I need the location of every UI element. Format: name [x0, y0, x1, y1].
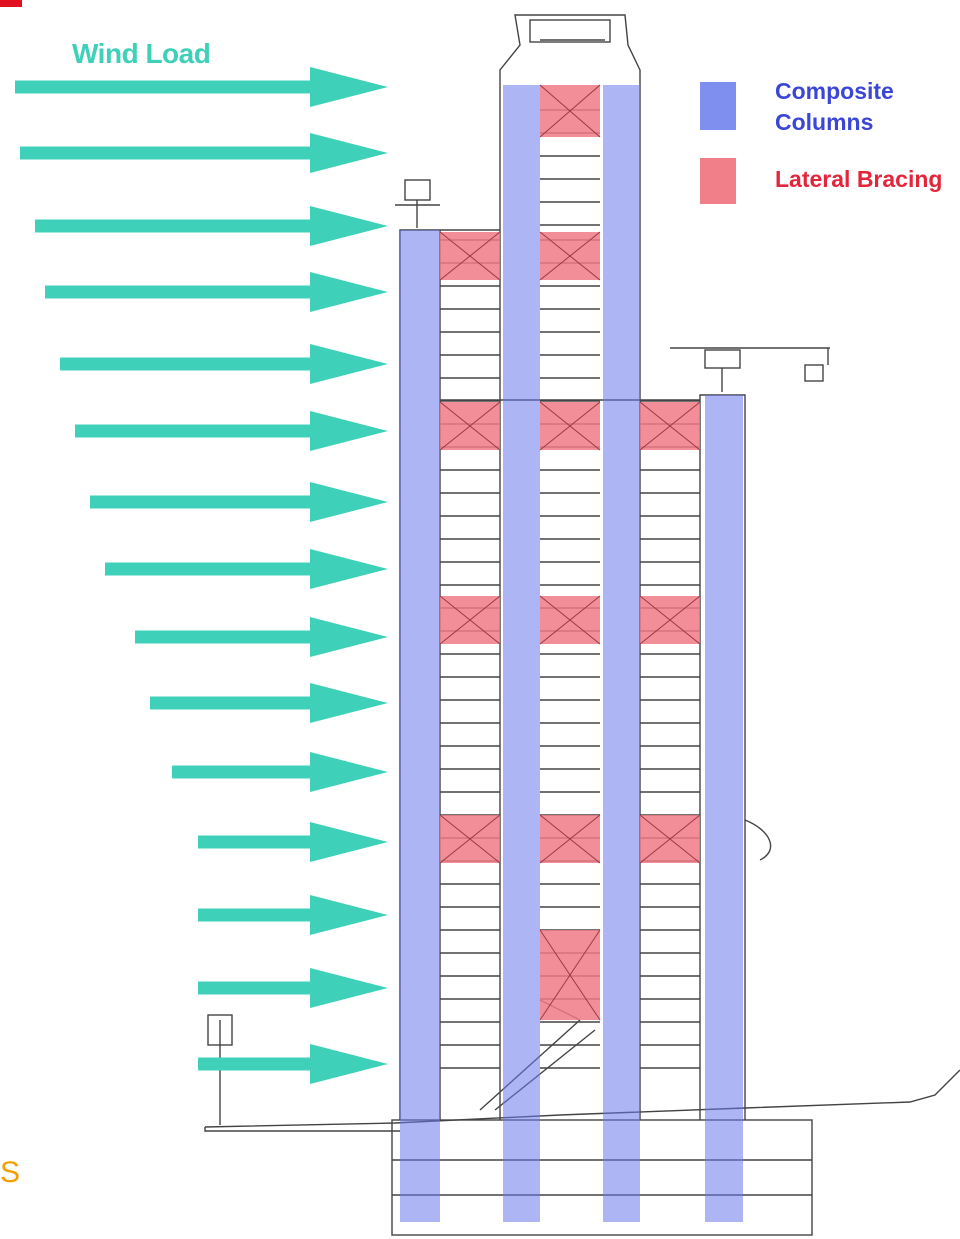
- bracing-diagonal: [639, 401, 701, 451]
- wind-arrows-group: [15, 67, 388, 1084]
- wind-arrow-icon: [198, 968, 388, 1008]
- bracing-diagonal: [539, 814, 601, 864]
- bracing-diagonal: [439, 401, 501, 451]
- wind-arrow-icon: [35, 206, 388, 246]
- wind-arrow-icon: [198, 1044, 388, 1084]
- legend-composite-swatch: [700, 82, 736, 130]
- wind-arrow-icon: [20, 133, 388, 173]
- ground-line: [204, 1127, 400, 1132]
- composite-column: [503, 85, 540, 1222]
- wind-arrow-icon: [198, 822, 388, 862]
- wind-arrow-icon: [105, 549, 388, 589]
- wind-arrow-icon: [150, 683, 388, 723]
- legend-composite-line2: Columns: [775, 109, 874, 135]
- bracing-diagonal: [539, 231, 601, 281]
- elevation-drawing: [204, 14, 960, 1236]
- wind-arrow-icon: [172, 752, 388, 792]
- bracing-diagonal: [439, 814, 501, 864]
- tower-wall: [499, 14, 641, 1120]
- composite-column: [705, 395, 743, 1222]
- crane-icon: [670, 347, 830, 392]
- bracing-diagonal: [639, 595, 701, 645]
- bracing-diagonal: [639, 814, 701, 864]
- header-fragment: [0, 0, 22, 7]
- wind-arrow-icon: [45, 272, 388, 312]
- wind-load-label: Wind Load: [72, 38, 211, 69]
- wind-arrow-icon: [135, 617, 388, 657]
- wind-arrow-icon: [198, 895, 388, 935]
- canopy-line: [744, 819, 772, 861]
- composite-column: [400, 230, 440, 1222]
- lateral-bracing-group: [439, 84, 701, 1021]
- legend-composite-label: Composite Columns: [775, 76, 894, 138]
- bracing-diagonal: [539, 929, 601, 1021]
- corner-letter: S: [0, 1156, 21, 1189]
- bracing-diagonal: [439, 595, 501, 645]
- wind-arrow-icon: [75, 411, 388, 451]
- crane-icon: [395, 179, 440, 228]
- wind-arrow-icon: [60, 344, 388, 384]
- bracing-diagonal: [539, 401, 601, 451]
- bracing-diagonal: [539, 84, 601, 138]
- legend-bracing-label: Lateral Bracing: [775, 166, 943, 192]
- wind-arrow-icon: [15, 67, 388, 107]
- legend-composite-line1: Composite: [775, 78, 894, 104]
- composite-column: [603, 85, 640, 1222]
- wind-arrow-icon: [90, 482, 388, 522]
- bracing-diagonal: [539, 595, 601, 645]
- tower-crown: [529, 19, 611, 43]
- composite-columns-group: [400, 85, 743, 1222]
- basement-outline: [391, 1119, 813, 1236]
- legend-bracing-swatch: [700, 158, 736, 204]
- bracing-diagonal: [439, 231, 501, 281]
- mast-box: [207, 1014, 233, 1046]
